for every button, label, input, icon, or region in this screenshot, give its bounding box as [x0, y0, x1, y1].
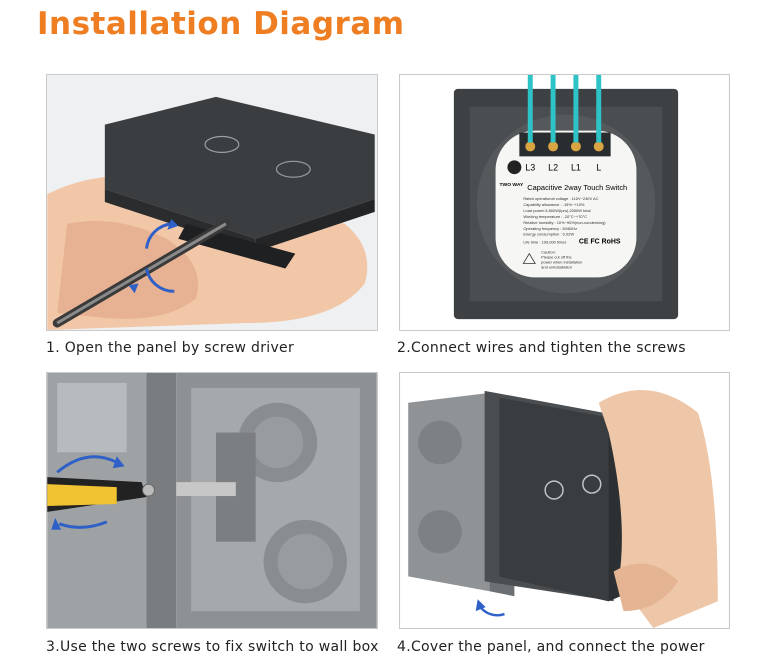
step-4-image — [399, 372, 730, 629]
spec-line: Capability allowance : -15%~+10% — [523, 202, 585, 207]
step-3-image — [46, 372, 378, 629]
caution-line: Please cut off the — [541, 255, 572, 260]
terminal-block — [519, 132, 611, 157]
spec-line: Life time : 100,000 times — [523, 240, 566, 245]
spec-line: Operating frequency : 50/60Hz — [523, 226, 577, 231]
page-title: Installation Diagram — [37, 6, 405, 42]
step-2-caption: 2.Connect wires and tighten the screws — [397, 340, 686, 356]
terminal-L2: L2 — [548, 162, 558, 172]
spec-line: Relative humidity : 10%~90%(non-condensi… — [523, 220, 606, 225]
step-1-caption: 1. Open the panel by screw driver — [46, 340, 295, 356]
caution-line: and uninstallation — [541, 264, 572, 269]
warning-icon — [522, 252, 536, 264]
spec-line: Working temperature : -20°C~+70°C — [523, 214, 587, 219]
step-3-caption: 3.Use the two screws to fix switch to wa… — [46, 639, 379, 655]
spec-line: Rated operational voltage : 110V~240V AC — [523, 196, 598, 201]
step-2-image: L3 L2 L1 L TWO WAY Capacitive 2way Touch… — [399, 74, 730, 331]
spec-line: Energy consumption : 0.02W — [523, 232, 574, 237]
cert-marks: CE FC RoHS — [579, 239, 621, 246]
step-1-illustration — [47, 75, 377, 330]
step-1-image — [46, 74, 378, 331]
step-4-illustration — [400, 373, 729, 628]
product-name: Capacitive 2way Touch Switch — [527, 183, 627, 192]
terminal-L1: L1 — [571, 162, 581, 172]
caution-line: Caution: — [541, 250, 556, 255]
spec-line: Load power:3-800W(Ipro),2000W total — [523, 208, 590, 213]
terminal-L3: L3 — [525, 162, 535, 172]
step-2-illustration: L3 L2 L1 L TWO WAY Capacitive 2way Touch… — [400, 75, 729, 330]
two-way-label: TWO WAY — [500, 182, 524, 188]
step-3-illustration — [47, 373, 377, 628]
step-4-caption: 4.Cover the panel, and connect the power — [397, 639, 705, 655]
terminal-L: L — [596, 162, 601, 172]
caution-line: power when installation — [541, 260, 582, 265]
